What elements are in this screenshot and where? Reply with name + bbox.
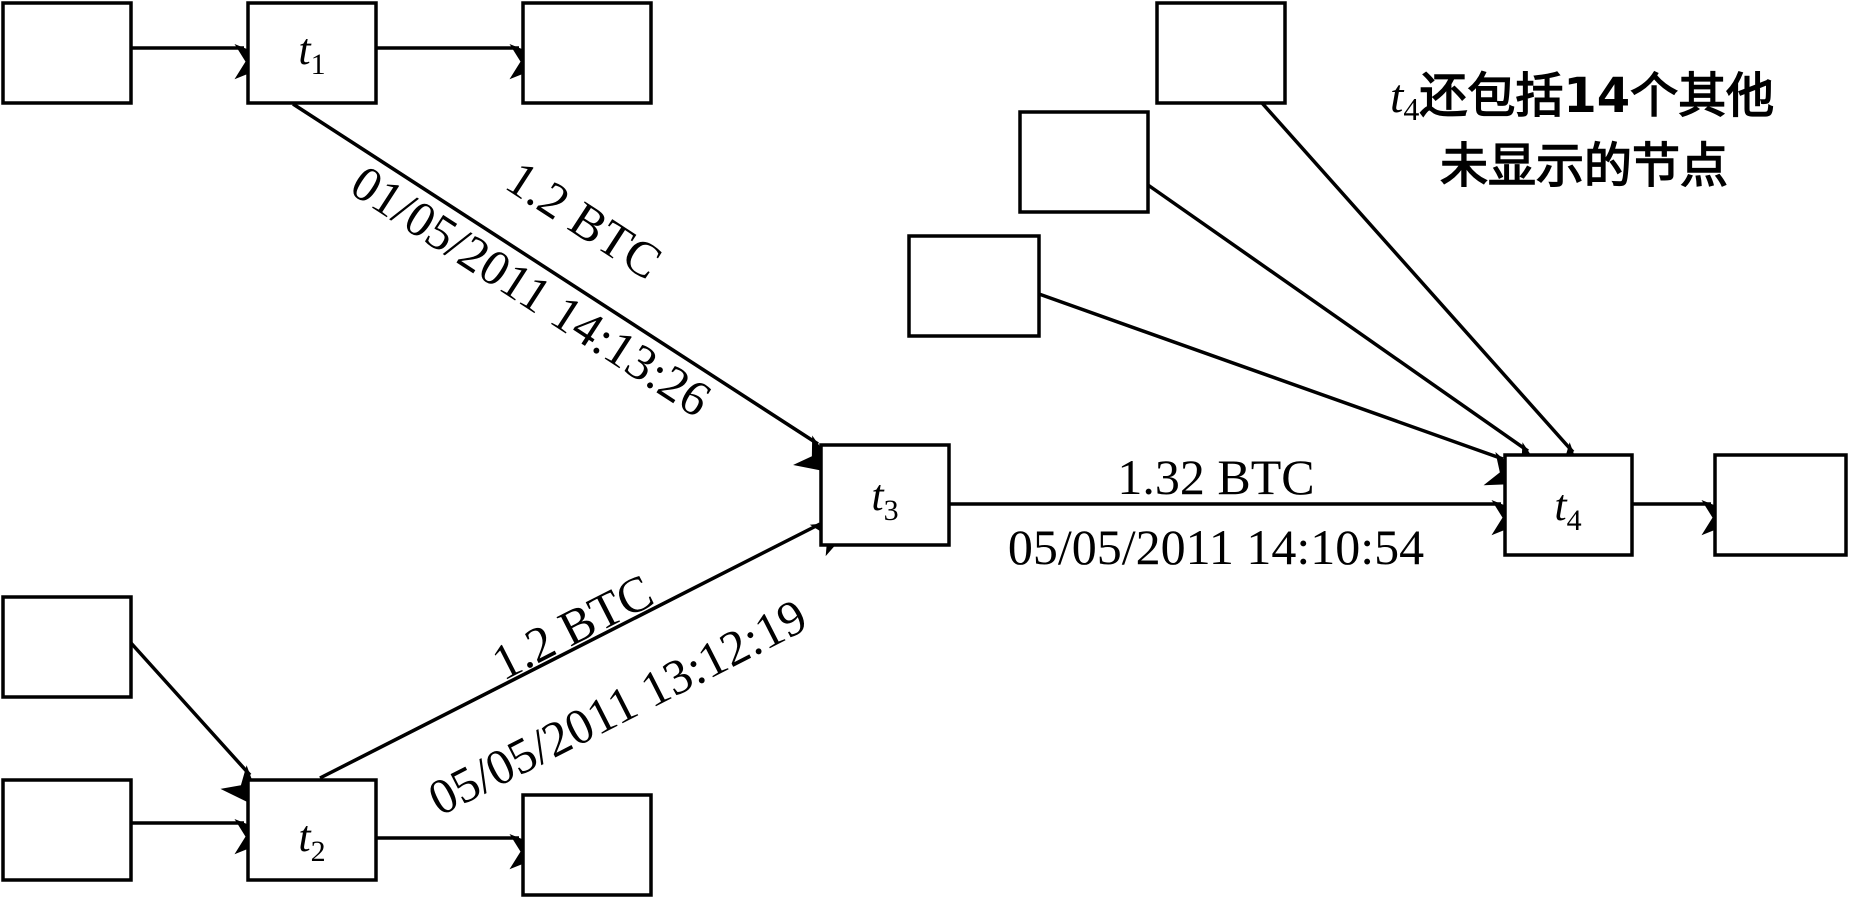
edge-t2-t3 [319, 520, 857, 780]
note-line-2: 未显示的节点 [1440, 138, 1728, 194]
edges [129, 44, 1746, 870]
node-t1-label: t1 [298, 25, 325, 81]
node-t4 [1503, 453, 1634, 557]
edge-t3-t4-timestamp: 05/05/2011 14:10:54 [1008, 519, 1424, 575]
edge-t1-t3 [292, 102, 840, 475]
unnamed-node [1155, 1, 1287, 105]
node-t3 [819, 443, 951, 547]
unnamed-node [521, 1, 653, 105]
node-t1 [246, 1, 378, 105]
unnamed-node [907, 234, 1041, 338]
unnamed-node [1, 595, 133, 699]
node-t3-label: t3 [871, 471, 898, 527]
note-line-1: t4还包括14个其他 [1390, 68, 1774, 127]
edge-in2-t4 [1146, 183, 1549, 482]
unnamed-node [521, 793, 653, 897]
node-labels: t1 t2 t3 t4 [298, 25, 1581, 868]
edge-t3-t4-amount: 1.32 BTC [1117, 449, 1314, 505]
edge-in1-t2 [129, 641, 263, 810]
edge-in1-t4 [1038, 292, 1531, 486]
node-t4-label: t4 [1554, 481, 1581, 537]
unnamed-node [1713, 453, 1848, 557]
note: t4还包括14个其他 未显示的节点 [1390, 68, 1774, 194]
unnamed-node [1, 1, 133, 105]
node-t2-label: t2 [298, 812, 325, 868]
unnamed-node [1018, 110, 1150, 214]
node-t2 [246, 778, 378, 882]
unnamed-node [1, 778, 133, 882]
edge-in3-t4 [1260, 101, 1586, 487]
